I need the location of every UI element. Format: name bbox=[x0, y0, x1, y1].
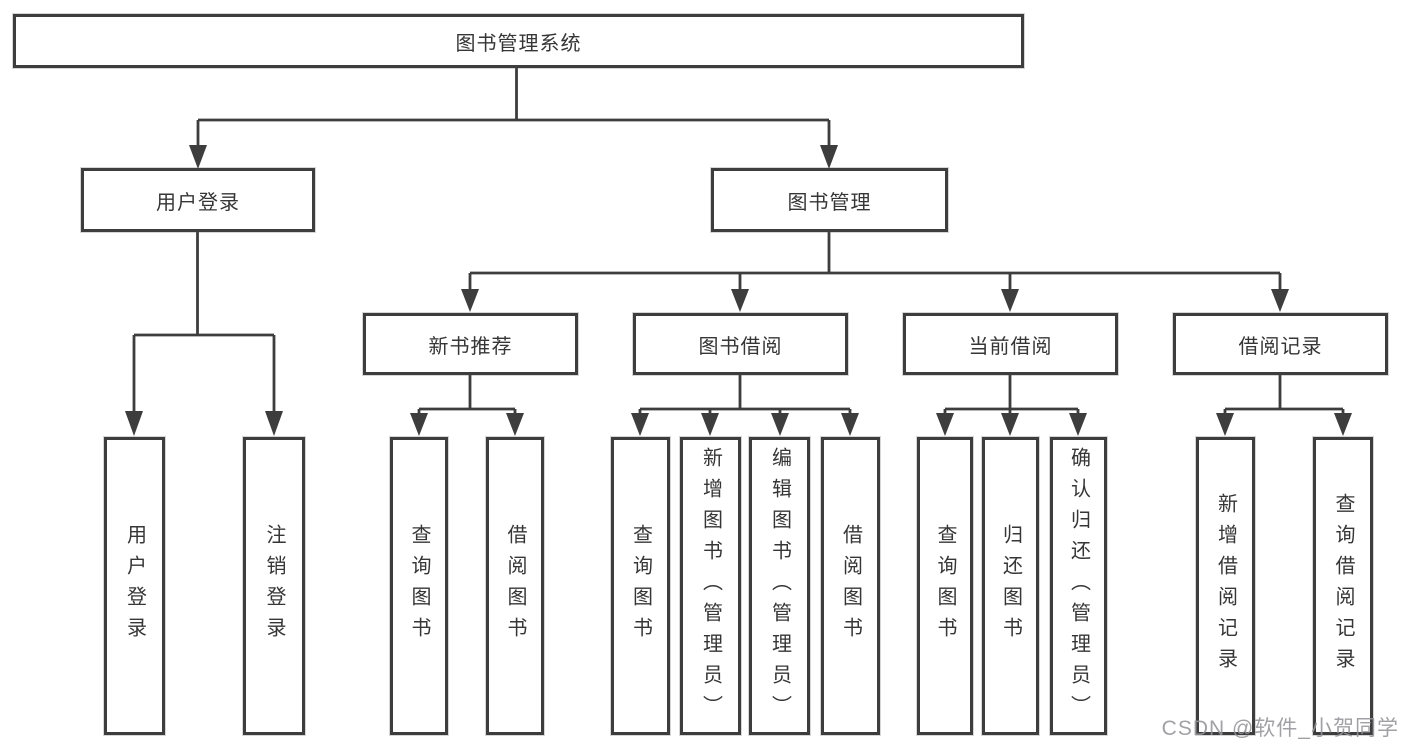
leaf-query-books-borrow: 查询图书 bbox=[611, 437, 670, 735]
leaf-query-books-current: 查询图书 bbox=[917, 437, 973, 735]
leaf-confirm-return-admin: 确认归还（管理员） bbox=[1050, 437, 1107, 735]
leaf-query-books-recommend: 查询图书 bbox=[390, 437, 448, 735]
node-current-borrow: 当前借阅 bbox=[903, 313, 1118, 375]
leaf-borrow-books-recommend: 借阅图书 bbox=[486, 437, 544, 735]
node-book-borrow: 图书借阅 bbox=[633, 313, 848, 375]
node-book-management: 图书管理 bbox=[711, 168, 948, 232]
leaf-return-books: 归还图书 bbox=[982, 437, 1039, 735]
leaf-add-borrow-record: 新增借阅记录 bbox=[1196, 437, 1255, 735]
node-user-login: 用户登录 bbox=[81, 168, 315, 232]
node-borrow-records: 借阅记录 bbox=[1173, 313, 1388, 375]
node-library-system: 图书管理系统 bbox=[13, 14, 1024, 68]
leaf-borrow-books: 借阅图书 bbox=[821, 437, 880, 735]
arrowhead-icons bbox=[125, 145, 1352, 436]
leaf-user-login: 用户登录 bbox=[104, 437, 165, 735]
node-new-book-recommend: 新书推荐 bbox=[363, 313, 578, 375]
csdn-watermark: CSDN @软件_小贺同学 bbox=[1161, 717, 1399, 740]
leaf-query-borrow-record: 查询借阅记录 bbox=[1313, 437, 1373, 735]
leaf-logout: 注销登录 bbox=[243, 437, 305, 735]
leaf-edit-book-admin: 编辑图书（管理员） bbox=[749, 437, 810, 735]
leaf-add-book-admin: 新增图书（管理员） bbox=[680, 437, 741, 735]
